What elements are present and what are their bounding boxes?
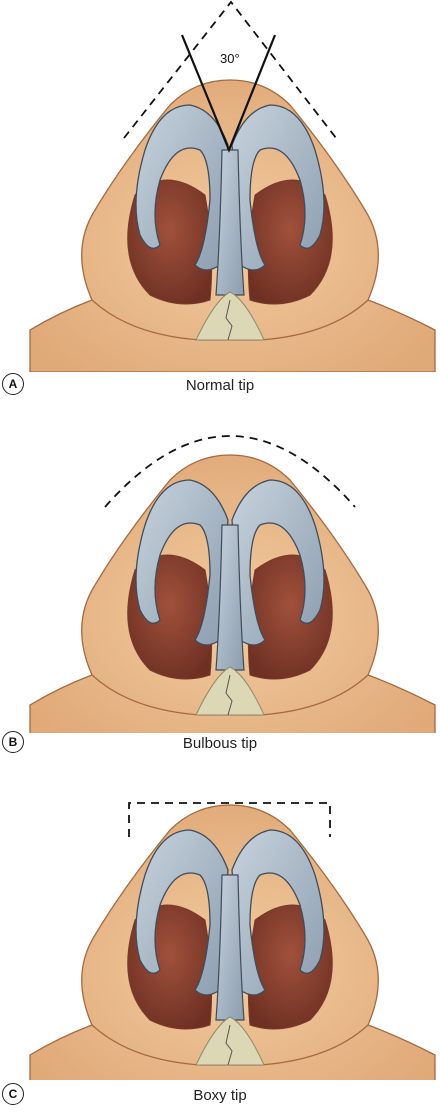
panel-letter-a: A: [2, 373, 24, 395]
caption-boxy-tip: Boxy tip: [193, 1087, 247, 1104]
tip-outline-dashed: [123, 0, 337, 139]
panel-a: 30°: [0, 0, 440, 372]
tip-angle-label: 30°: [220, 51, 240, 66]
tip-angle-lines: [180, 34, 277, 153]
nose-illustration-boxy: [29, 802, 436, 1080]
panel-b: [0, 415, 440, 733]
tip-outline-dashed: [128, 802, 331, 837]
caption-bulbous-tip: Bulbous tip: [182, 735, 258, 752]
nose-illustration-normal: [29, 0, 436, 372]
panel-letter-c: C: [2, 1083, 24, 1105]
panel-c: [0, 775, 440, 1080]
panel-letter-b: B: [2, 731, 24, 753]
nose-illustration-bulbous: [29, 435, 436, 733]
caption-normal-tip: Normal tip: [185, 377, 255, 394]
tip-outline-dashed: [104, 435, 356, 508]
